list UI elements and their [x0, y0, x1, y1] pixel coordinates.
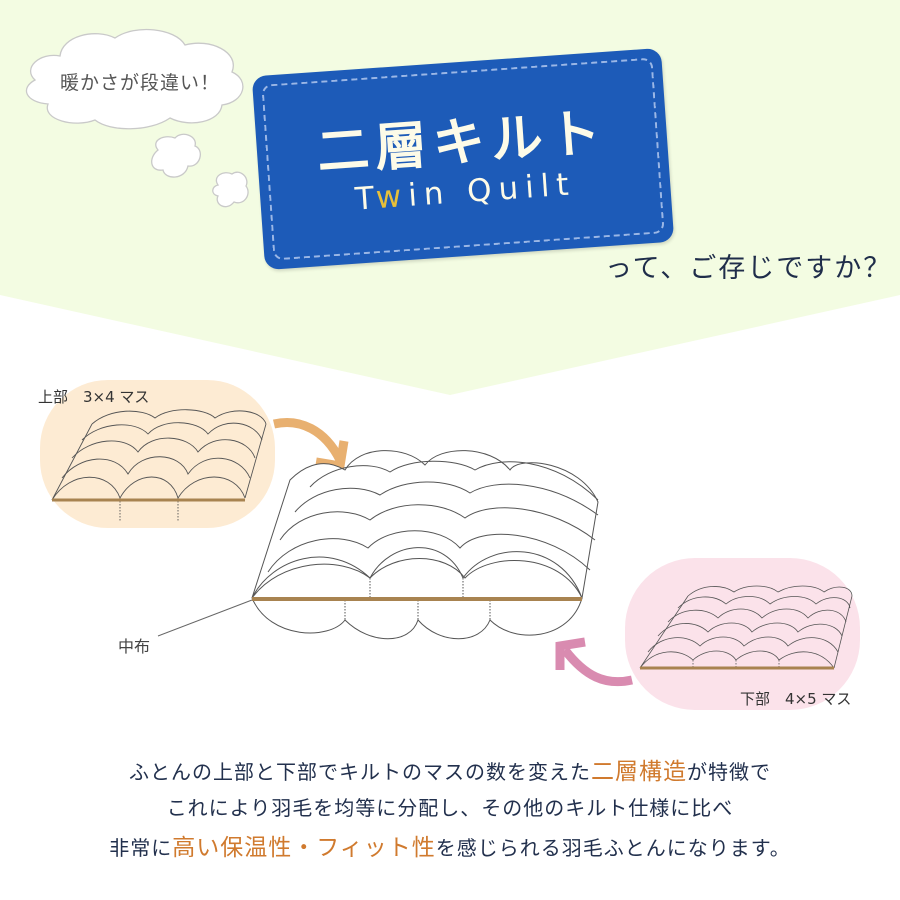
description-line-1: ふとんの上部と下部でキルトのマスの数を変えた二層構造が特徴で	[0, 752, 900, 786]
twin-quilt-illustration-icon	[251, 450, 599, 640]
top-layer-label: 上部 3×4 マス	[38, 388, 150, 406]
desc-text: を感じられる羽毛ふとんになります。	[435, 836, 791, 860]
title-badge: 二層キルト Twin Quilt	[251, 47, 675, 271]
top-layer-quilt-icon	[51, 409, 267, 522]
middle-fabric-label: 中布	[118, 637, 151, 656]
description-line-3: 非常に高い保温性・フィット性を感じられる羽毛ふとんになります。	[0, 828, 900, 862]
desc-text: ふとんの上部と下部でキルトのマスの数を変えた	[129, 760, 591, 784]
bottom-layer-background	[625, 558, 860, 710]
thought-bubble-text: 暖かさが段違い！	[59, 72, 220, 94]
bottom-layer-quilt-icon	[639, 585, 853, 669]
desc-text: が特徴で	[687, 760, 771, 784]
question-text: って、ご存じですか？	[605, 253, 893, 284]
thought-cloud-icon	[25, 28, 249, 208]
bottom-layer-label: 下部 4×5 マス	[740, 690, 852, 708]
badge-subtitle-highlight: w	[374, 177, 410, 217]
arrow-down-right-icon	[272, 418, 349, 472]
description-line-2: これにより羽毛を均等に分配し、その他のキルト仕様に比べ	[166, 796, 734, 820]
desc-text: 非常に	[109, 836, 173, 860]
desc-emphasis: 二層構造	[591, 759, 687, 785]
middle-fabric-pointer	[157, 599, 253, 637]
desc-emphasis: 高い保温性・フィット性	[172, 835, 436, 861]
arrow-up-left-icon	[555, 637, 633, 687]
